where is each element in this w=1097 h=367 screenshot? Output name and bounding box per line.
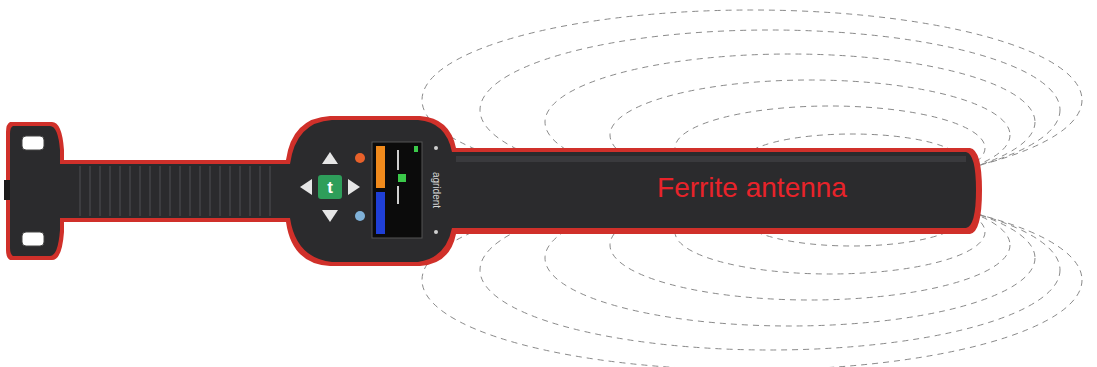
brand-name: agrident [431, 172, 441, 208]
part-label: Ferrite antenna [657, 174, 847, 202]
button-label: t [327, 179, 333, 196]
